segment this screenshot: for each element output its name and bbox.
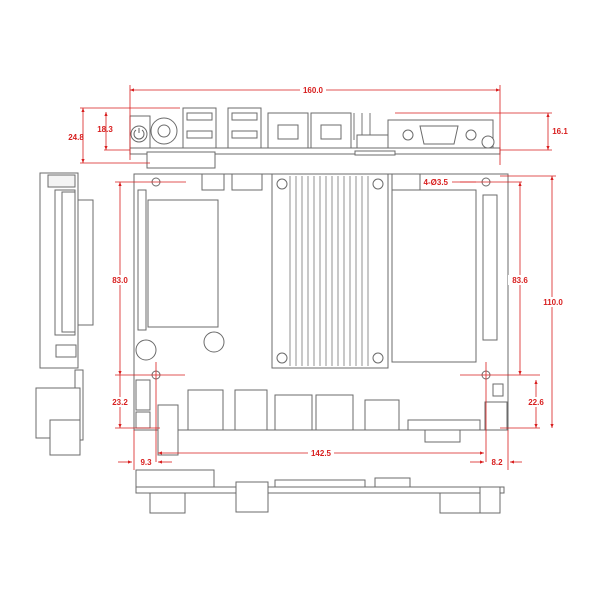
board-top-view <box>133 173 509 456</box>
left-side-view <box>35 172 94 456</box>
dim-hole-spacing-horizontal: 142.5 <box>311 449 332 458</box>
dim-io-height-total: 24.8 <box>68 133 84 142</box>
dim-overall-width: 160.0 <box>303 86 324 95</box>
vga-port <box>419 125 459 145</box>
dim-mounting-holes: 4-Ø3.5 <box>424 178 449 187</box>
expansion-module <box>391 189 477 363</box>
ethernet-port-front <box>274 394 313 431</box>
heatsink <box>271 173 389 369</box>
power-icon <box>130 125 148 143</box>
vga-port-front <box>407 419 481 431</box>
dim-io-height-left: 18.3 <box>97 125 113 134</box>
io-panel-view <box>129 107 501 169</box>
dim-io-height-right: 16.1 <box>552 127 568 136</box>
dimension-labels: 160.0 24.8 18.3 16.1 4-Ø3.5 83.0 83.6 11… <box>68 85 568 467</box>
dim-hole-spacing-left: 83.0 <box>112 276 128 285</box>
hdmi-port <box>356 134 393 149</box>
memory-module <box>147 199 219 328</box>
dim-hole-spacing-right: 83.6 <box>512 276 528 285</box>
ethernet-port-front <box>315 394 354 431</box>
dim-board-depth: 110.0 <box>543 298 563 307</box>
dim-left-edge-offset: 9.3 <box>140 458 152 467</box>
dim-hole-offset-right: 22.6 <box>528 398 544 407</box>
usb-port-front <box>234 389 268 431</box>
hdmi-port-front <box>364 399 400 431</box>
dc-jack-front <box>187 389 224 431</box>
bottom-side-view <box>135 469 505 514</box>
dim-right-edge-offset: 8.2 <box>491 458 503 467</box>
dim-hole-offset-left: 23.2 <box>112 398 128 407</box>
